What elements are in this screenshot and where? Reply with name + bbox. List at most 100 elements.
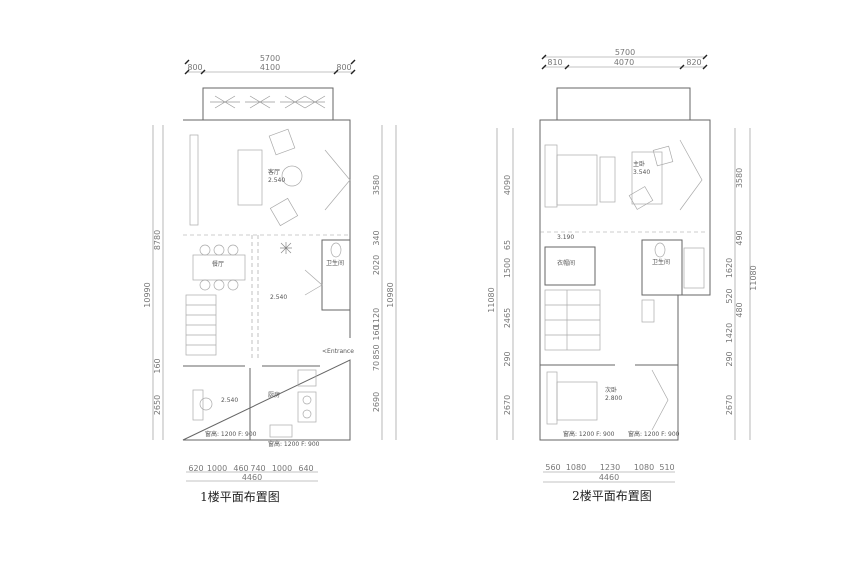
dim-text: 810: [547, 58, 562, 67]
plan2-outer-walls: [539, 119, 711, 441]
dim-text: 4090: [503, 175, 512, 195]
dim-text: 8780: [153, 230, 162, 250]
dim-text: 160: [372, 325, 381, 340]
sink-icon: [269, 424, 293, 438]
plan2-width-total: 5700: [615, 48, 635, 57]
dim-text: 820: [686, 58, 701, 67]
wardrobe-door-icon: [679, 139, 703, 211]
dim-text: 2690: [372, 392, 381, 412]
level-second: 2.800: [605, 395, 622, 402]
dim-text: 2670: [503, 395, 512, 415]
entrance-label: <Entrance: [322, 348, 354, 355]
plan2-title: 2楼平面布置图: [572, 488, 652, 503]
dim-text: 1500: [503, 258, 512, 278]
nightstand-icon: [544, 144, 558, 208]
desk-icon: [192, 389, 204, 421]
rug: [631, 151, 663, 205]
dim-text: 2650: [153, 395, 162, 415]
window-note: 窗高: 1200 F: 900: [205, 430, 257, 438]
plan2-balcony: [556, 87, 691, 121]
room-label-master: 主卧: [633, 160, 645, 168]
staircase: [185, 294, 217, 356]
nightstand-icon: [546, 371, 558, 425]
dim-text: 11080: [487, 287, 496, 312]
dim-text: 1420: [725, 323, 734, 343]
plan1-title: 1楼平面布置图: [200, 489, 280, 504]
plan2-closet: [544, 246, 596, 286]
room-label-second: 次卧: [605, 386, 617, 394]
room-label-closet: 衣帽间: [557, 259, 575, 267]
plan1-bottom-dimensions: 620 1000 460 740 1000 640 4460: [186, 464, 318, 482]
dim-text: 1000: [207, 464, 227, 473]
plan2-left-dimensions: 11080 4090 65 1500 2465 290 2670: [487, 128, 514, 440]
dim-text: 11080: [749, 265, 758, 290]
armchair-icon: [628, 186, 654, 210]
wardrobe-door-icon: [324, 149, 351, 211]
level-master: 3.540: [633, 169, 650, 176]
floor-plan-1: 5700 800 4100 800 客厅 2.540 餐厅 卫生间: [143, 54, 397, 504]
dim-text: 1000: [272, 464, 292, 473]
armchair-icon: [652, 145, 674, 167]
wardrobe-door-icon: [651, 369, 669, 431]
plan1-right-dimensions: 3580 340 2020 10980 1120 160 850 70 2690: [372, 125, 397, 440]
room-label-living: 客厅: [268, 168, 280, 176]
plan2-right-dimensions: 3580 490 1620 11080 520 480 1420 290 267…: [725, 128, 758, 440]
plan1-balcony: [202, 87, 334, 121]
dim-text: 460: [233, 464, 248, 473]
plan2-bathroom: [641, 239, 683, 296]
plan1-top-seg: 800: [336, 63, 351, 72]
bed-icon: [556, 381, 598, 421]
window-note: 窗高: 1200 F: 900: [268, 440, 320, 448]
dim-text: 65: [503, 240, 512, 250]
plan1-left-total: 10990: [143, 282, 152, 307]
dim-text: 10980: [386, 282, 395, 307]
side-table-icon: [281, 165, 303, 187]
bed-icon: [556, 154, 598, 206]
plan1-top-seg: 800: [187, 63, 202, 72]
toilet-icon: [654, 242, 666, 258]
dim-text: 290: [725, 351, 734, 366]
dim-text: 510: [659, 463, 674, 472]
room-label-dining: 餐厅: [212, 260, 224, 268]
vanity-icon: [641, 299, 655, 323]
toilet-icon: [330, 242, 342, 258]
plan1-top-dimensions: 5700 800 4100 800: [184, 54, 356, 75]
dim-text: 1620: [725, 258, 734, 278]
plan1-left-dimensions: 10990 8780 160 2650: [143, 125, 164, 440]
bench-icon: [599, 156, 616, 203]
room-label-bath: 卫生间: [326, 259, 344, 267]
armchair-icon: [268, 128, 296, 156]
room-label-kitchen: 厨房: [268, 391, 280, 399]
dim-text: 4460: [599, 473, 619, 482]
dim-text: 620: [188, 464, 203, 473]
dim-text: 3580: [735, 168, 744, 188]
plan1-bathroom: [321, 239, 351, 311]
dim-text: 2020: [372, 255, 381, 275]
dim-text: 70: [372, 361, 381, 371]
stove-icon: [297, 391, 317, 423]
plan2-bottom-dimensions: 560 1080 1230 1080 510 4460: [543, 463, 675, 483]
window-note: 窗高: 1200 F: 900: [563, 430, 615, 438]
tv-cabinet: [189, 134, 199, 226]
dim-text: 290: [503, 351, 512, 366]
dim-text: 640: [298, 464, 313, 473]
plan2-top-dimensions: 5700 810 4070 820: [541, 48, 708, 70]
plant-row-icon: [210, 95, 326, 109]
level-living: 2.540: [268, 177, 285, 184]
dim-text: 2465: [503, 308, 512, 328]
door-swing: [304, 269, 323, 296]
dim-text: 4070: [614, 58, 634, 67]
level-study: 2.540: [221, 397, 238, 404]
level-corridor: 3.190: [557, 234, 574, 241]
dim-text: 1080: [634, 463, 654, 472]
plan1-top-seg: 4100: [260, 63, 280, 72]
dim-text: 740: [250, 464, 265, 473]
dim-text: 480: [735, 302, 744, 317]
dim-text: 520: [725, 288, 734, 303]
dim-text: 490: [735, 230, 744, 245]
level-hall: 2.540: [270, 294, 287, 301]
chair-icon: [199, 397, 213, 411]
bathtub-icon: [683, 247, 705, 289]
staircase: [544, 289, 601, 351]
